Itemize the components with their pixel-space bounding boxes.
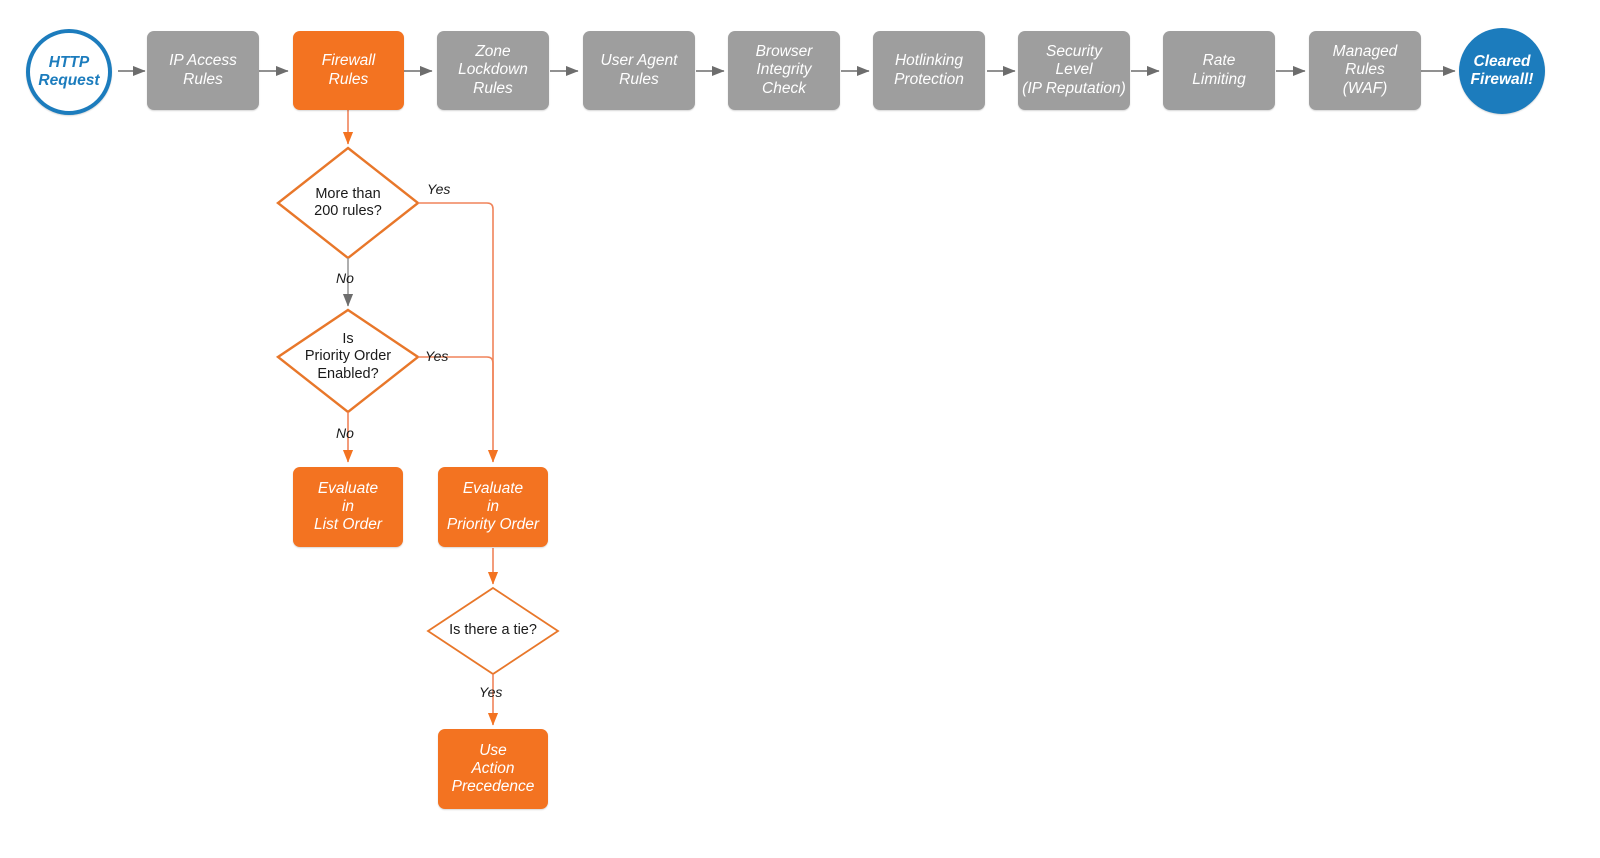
node-evaluate-in-list-order-label: Evaluate in List Order	[313, 479, 383, 534]
edge-priority-order-yes	[418, 356, 494, 420]
decision-is-priority-order-enabled[interactable]: Is Priority Order Enabled?	[278, 326, 418, 388]
edge-label-priority-order-yes: Yes	[425, 348, 449, 364]
node-evaluate-in-priority-order[interactable]: Evaluate in Priority Order	[438, 467, 548, 547]
node-security-level[interactable]: Security Level (IP Reputation)	[1018, 31, 1130, 110]
node-managed-rules-waf[interactable]: Managed Rules (WAF)	[1309, 31, 1421, 110]
node-firewall-rules-label: Firewall Rules	[321, 52, 376, 88]
edge-label-more-than-200-no: No	[336, 270, 354, 286]
edge-label-more-than-200-yes: Yes	[427, 181, 451, 197]
node-cleared-firewall-label: Cleared Firewall!	[1470, 52, 1534, 88]
edge-label-tie-yes: Yes	[479, 684, 503, 700]
node-http-request-label: HTTP Request	[38, 53, 100, 89]
node-firewall-rules[interactable]: Firewall Rules	[293, 31, 404, 110]
node-user-agent-rules-label: User Agent Rules	[600, 52, 678, 88]
node-hotlinking-protection[interactable]: Hotlinking Protection	[873, 31, 985, 110]
node-http-request[interactable]: HTTP Request	[26, 29, 112, 115]
decision-is-there-a-tie[interactable]: Is there a tie?	[428, 616, 558, 646]
node-user-agent-rules[interactable]: User Agent Rules	[583, 31, 695, 110]
node-managed-rules-waf-label: Managed Rules (WAF)	[1332, 43, 1398, 97]
node-security-level-label: Security Level (IP Reputation)	[1022, 43, 1126, 97]
node-browser-integrity-check[interactable]: Browser Integrity Check	[728, 31, 840, 110]
node-ip-access-rules[interactable]: IP Access Rules	[147, 31, 259, 110]
node-evaluate-in-priority-order-label: Evaluate in Priority Order	[446, 479, 540, 534]
node-cleared-firewall[interactable]: Cleared Firewall!	[1459, 28, 1545, 114]
node-evaluate-in-list-order[interactable]: Evaluate in List Order	[293, 467, 403, 547]
node-rate-limiting[interactable]: Rate Limiting	[1163, 31, 1275, 110]
node-use-action-precedence[interactable]: Use Action Precedence	[438, 729, 548, 809]
decision-is-priority-order-enabled-label: Is Priority Order Enabled?	[304, 330, 392, 382]
decision-more-than-200-rules[interactable]: More than 200 rules?	[286, 176, 410, 230]
decision-more-than-200-rules-label: More than 200 rules?	[314, 185, 382, 219]
edge-more-than-200-yes	[418, 202, 499, 463]
node-hotlinking-protection-label: Hotlinking Protection	[894, 52, 964, 88]
node-use-action-precedence-label: Use Action Precedence	[451, 741, 535, 796]
node-zone-lockdown-rules-label: Zone Lockdown Rules	[458, 43, 528, 97]
edge-label-priority-order-no: No	[336, 425, 354, 441]
decision-is-there-a-tie-label: Is there a tie?	[449, 622, 537, 639]
node-browser-integrity-check-label: Browser Integrity Check	[755, 43, 813, 97]
node-ip-access-rules-label: IP Access Rules	[169, 52, 237, 88]
node-rate-limiting-label: Rate Limiting	[1192, 52, 1246, 88]
node-zone-lockdown-rules[interactable]: Zone Lockdown Rules	[437, 31, 549, 110]
